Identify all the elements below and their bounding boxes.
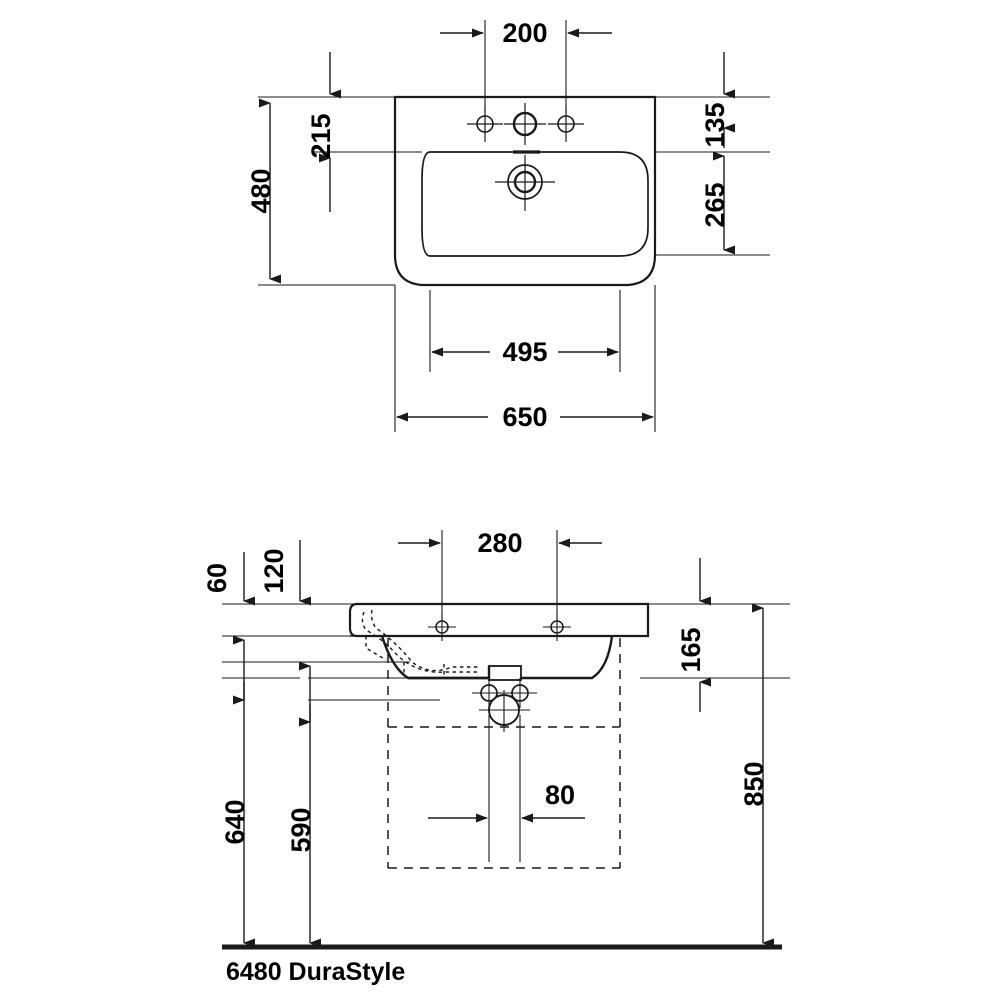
dimension-590: 590 <box>286 661 321 948</box>
dimension-590-label: 590 <box>286 807 316 852</box>
dimension-280-label: 280 <box>477 528 522 558</box>
dimension-120-label: 120 <box>259 548 289 593</box>
dimension-200: 200 <box>440 18 612 48</box>
basin-outer-edge <box>393 95 657 287</box>
dimension-850-label: 850 <box>739 761 769 806</box>
dimension-495-label: 495 <box>502 337 547 367</box>
dimension-495: 495 <box>431 337 619 367</box>
dimension-215-label: 215 <box>306 113 336 158</box>
basin-right-inner-wall <box>520 635 614 680</box>
dimension-480: 480 <box>246 98 281 284</box>
dimension-650: 650 <box>396 402 654 432</box>
dimension-165: 165 <box>676 558 711 712</box>
drain-pipe-icon <box>479 690 530 732</box>
product-label: 6480 DuraStyle <box>226 958 405 986</box>
drain-boss-elevation <box>488 665 522 681</box>
dimension-265: 265 <box>700 151 735 255</box>
dimension-640: 640 <box>220 635 255 948</box>
dimension-60-label: 60 <box>202 563 232 593</box>
drain-plan <box>495 155 555 211</box>
dimension-80-label: 80 <box>545 780 575 810</box>
bowl-hidden-contour <box>361 609 480 678</box>
dimension-850: 850 <box>739 603 774 948</box>
dimension-135: 135 <box>700 52 735 148</box>
supply-and-drain-elevation <box>472 678 537 732</box>
dimension-60: 60 <box>202 552 255 606</box>
basin-bowl-edge <box>421 151 649 257</box>
dimension-80: 80 <box>428 780 585 823</box>
dimension-215: 215 <box>306 52 341 212</box>
dimension-265-label: 265 <box>700 182 730 227</box>
dimension-480-label: 480 <box>246 168 276 213</box>
dimension-200-label: 200 <box>502 18 547 48</box>
side-view-group: 60 120 280 165 850 640 <box>202 528 790 950</box>
basin-plan-outline <box>393 95 657 287</box>
supply-hole-left-icon <box>472 678 506 708</box>
dimension-120: 120 <box>259 540 311 606</box>
dimension-135-label: 135 <box>700 102 730 147</box>
dimension-640-label: 640 <box>220 799 250 844</box>
top-view-extension-lines <box>258 20 770 432</box>
top-view-group: 200 480 215 135 265 495 <box>246 18 770 432</box>
dimension-165-label: 165 <box>676 627 706 672</box>
dimension-650-label: 650 <box>502 402 547 432</box>
dimension-280: 280 <box>398 528 602 558</box>
supply-hole-right-icon <box>504 678 537 708</box>
